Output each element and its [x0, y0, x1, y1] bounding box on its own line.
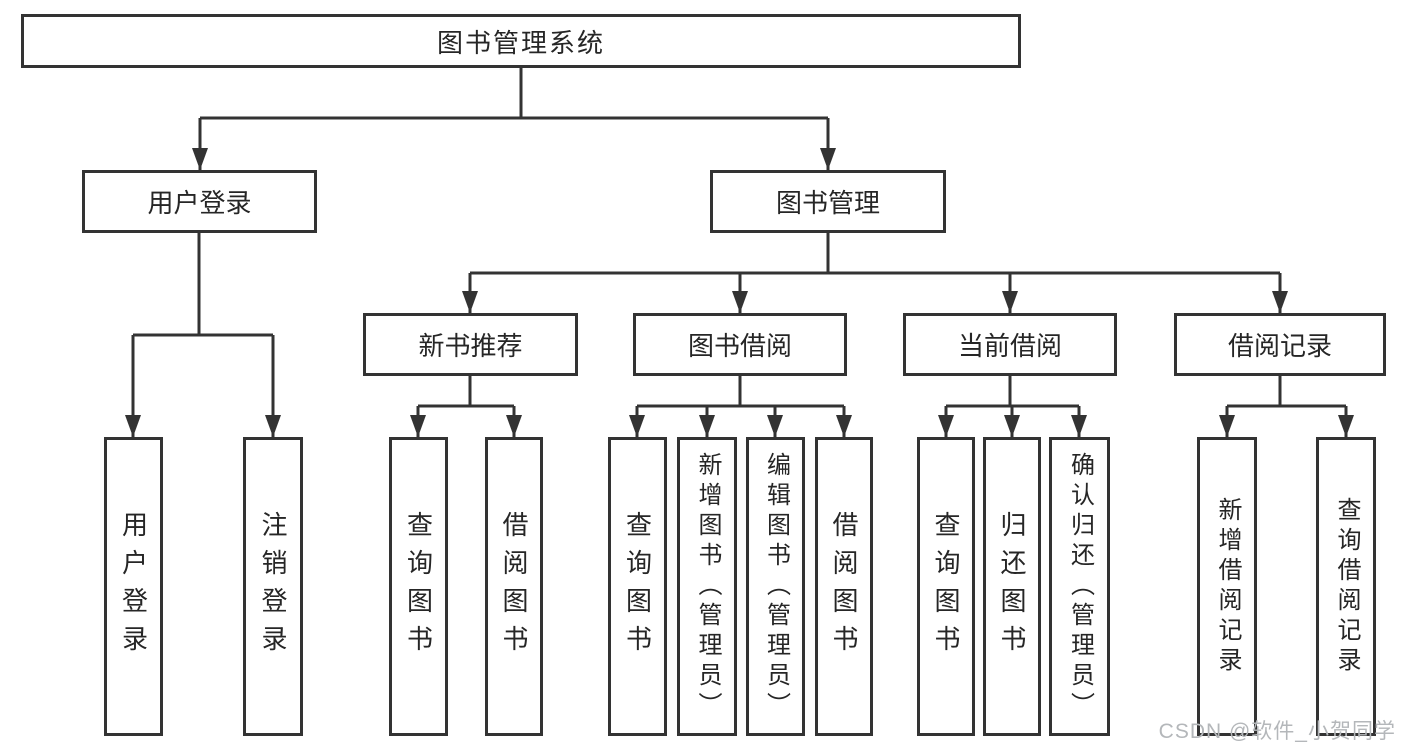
node-add-borrow-record: 新增借阅记录 — [1197, 437, 1257, 736]
node-borrow-records: 借阅记录 — [1174, 313, 1386, 376]
node-user-login: 用户登录 — [82, 170, 317, 233]
node-borrow-books-1: 借阅图书 — [485, 437, 543, 736]
node-label: 查询图书 — [931, 510, 961, 663]
node-confirm-return-admin: 确认归还（管理员） — [1049, 437, 1110, 736]
node-logout-leaf: 注销登录 — [243, 437, 303, 736]
node-borrow-books-2: 借阅图书 — [815, 437, 873, 736]
node-book-management: 图书管理 — [710, 170, 946, 233]
node-current-borrow: 当前借阅 — [903, 313, 1117, 376]
node-system: 图书管理系统 — [21, 14, 1021, 68]
node-label: 新增图书（管理员） — [694, 451, 721, 722]
node-label: 借阅图书 — [499, 510, 529, 663]
node-query-borrow-record: 查询借阅记录 — [1316, 437, 1376, 736]
node-label: 借阅图书 — [829, 510, 859, 663]
node-query-books-2: 查询图书 — [608, 437, 667, 736]
node-query-books-3: 查询图书 — [917, 437, 975, 736]
node-label: 注销登录 — [258, 510, 288, 663]
node-return-books: 归还图书 — [983, 437, 1041, 736]
node-label: 查询图书 — [403, 510, 434, 663]
node-label: 归还图书 — [997, 510, 1027, 663]
node-query-books-1: 查询图书 — [389, 437, 448, 736]
node-new-book-recommend: 新书推荐 — [363, 313, 578, 376]
node-label: 用户登录 — [118, 510, 149, 663]
node-label: 确认归还（管理员） — [1066, 451, 1094, 722]
node-label: 查询图书 — [622, 510, 653, 663]
node-label: 新增借阅记录 — [1214, 496, 1241, 677]
node-edit-books-admin: 编辑图书（管理员） — [746, 437, 805, 736]
node-add-books-admin: 新增图书（管理员） — [677, 437, 737, 736]
csdn-watermark: CSDN @软件_小贺同学 — [1158, 720, 1396, 743]
node-book-borrow: 图书借阅 — [633, 313, 847, 376]
node-user-login-leaf: 用户登录 — [104, 437, 163, 736]
node-label: 编辑图书（管理员） — [762, 451, 790, 722]
node-label: 查询借阅记录 — [1333, 496, 1360, 677]
